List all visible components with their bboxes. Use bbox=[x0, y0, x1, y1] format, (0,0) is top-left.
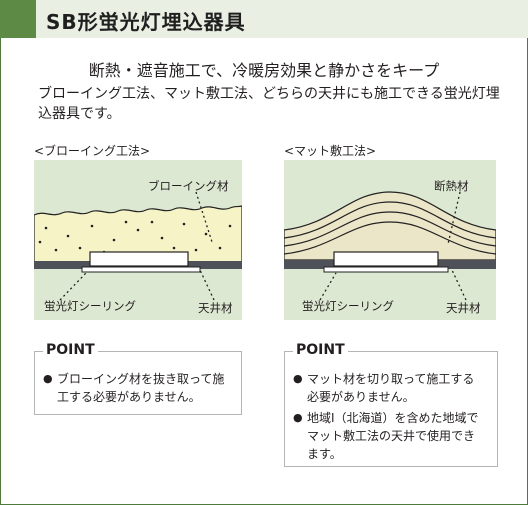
label-fixture-right: 蛍光灯シーリング bbox=[302, 299, 394, 313]
label-blowing-material: ブローイング材 bbox=[148, 179, 229, 193]
diagram-blowing-svg bbox=[33, 160, 243, 320]
insulation-dots bbox=[38, 220, 232, 254]
list-item: ● マット材を切り取って施工する必要がありません。 bbox=[293, 370, 485, 406]
point-list: ● ブローイング材を抜き取って施工する必要がありません。 bbox=[43, 370, 231, 409]
header-accent bbox=[0, 0, 36, 38]
point-text: 地域Ⅰ（北海道）を含めた地域でマット敷工法の天井で使用できます。 bbox=[307, 411, 479, 461]
fixture-flange bbox=[81, 266, 201, 273]
blowing-insulation bbox=[33, 205, 243, 263]
bullet-icon: ● bbox=[293, 372, 303, 385]
label-insulation: 断熱材 bbox=[434, 179, 469, 193]
label-fixture-left: 蛍光灯シーリング bbox=[44, 299, 136, 313]
label-ceiling-left: 天井材 bbox=[198, 301, 233, 315]
point-box-blowing: POINT ● ブローイング材を抜き取って施工する必要がありません。 bbox=[34, 342, 242, 415]
list-item: ● 地域Ⅰ（北海道）を含めた地域でマット敷工法の天井で使用できます。 bbox=[293, 409, 485, 463]
point-title: POINT bbox=[293, 342, 348, 358]
fixture-body bbox=[333, 251, 439, 267]
leader-ceiling bbox=[199, 269, 215, 301]
point-text: マット材を切り取って施工する必要がありません。 bbox=[307, 372, 475, 404]
diagram-blowing: ブローイング材 蛍光灯シーリング 天井材 bbox=[33, 160, 243, 320]
page-title: SB形蛍光灯埋込器具 bbox=[46, 10, 246, 34]
leader-insulation bbox=[195, 191, 213, 243]
label-ceiling-right: 天井材 bbox=[446, 301, 481, 315]
mat-layer-2 bbox=[283, 211, 497, 247]
mat-layer-1 bbox=[283, 201, 497, 239]
point-text: ブローイング材を抜き取って施工する必要がありません。 bbox=[57, 372, 225, 404]
mat-layer-3 bbox=[283, 221, 497, 255]
header-bar: SB形蛍光灯埋込器具 bbox=[0, 0, 528, 38]
list-item: ● ブローイング材を抜き取って施工する必要がありません。 bbox=[43, 370, 231, 406]
diagram-mat: 断熱材 蛍光灯シーリング 天井材 bbox=[283, 160, 497, 320]
lead-text: 断熱・遮音施工で、冷暖房効果と静かさをキープ bbox=[88, 61, 440, 80]
diagram-mat-svg bbox=[283, 160, 497, 320]
fixture-body bbox=[89, 251, 189, 267]
bullet-icon: ● bbox=[43, 372, 53, 385]
point-list: ● マット材を切り取って施工する必要がありません。 ● 地域Ⅰ（北海道）を含めた地域… bbox=[293, 370, 485, 466]
point-box-mat: POINT ● マット材を切り取って施工する必要がありません。 ● 地域Ⅰ（北海道）… bbox=[284, 342, 498, 467]
leader-fixture bbox=[59, 272, 87, 301]
leader-fixture bbox=[319, 272, 337, 301]
point-title: POINT bbox=[43, 342, 98, 358]
leader-insulation bbox=[447, 191, 461, 245]
leader-ceiling bbox=[451, 269, 467, 301]
caption-mat: <マット敷工法> bbox=[284, 144, 377, 158]
caption-blowing: <ブローイング工法> bbox=[34, 144, 151, 158]
mat-insulation bbox=[283, 191, 497, 261]
description-text: ブローイング工法、マット敷工法、どちらの天井にも施工できる蛍光灯埋込器具です。 bbox=[38, 86, 500, 122]
bullet-icon: ● bbox=[293, 411, 303, 424]
fixture-flange bbox=[323, 266, 449, 273]
